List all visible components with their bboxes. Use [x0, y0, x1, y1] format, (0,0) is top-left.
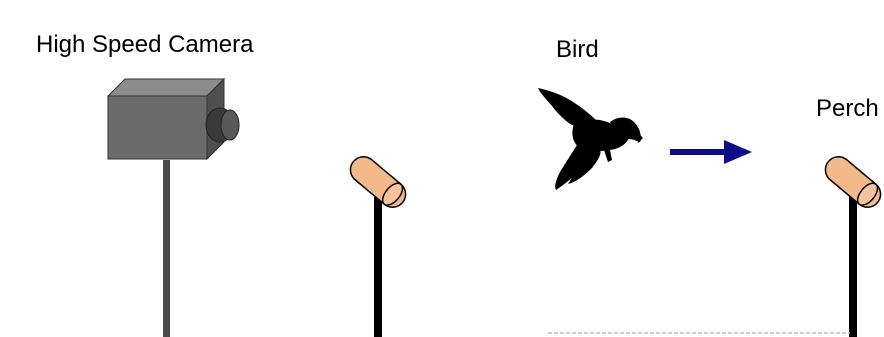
camera-icon [106, 77, 240, 161]
perch-pole-left [374, 186, 382, 337]
camera-label: High Speed Camera [36, 31, 254, 58]
perch-end-right [856, 182, 879, 206]
bird-silhouette-icon [538, 88, 643, 190]
camera-top-face [106, 78, 226, 97]
bird-tail [568, 148, 601, 184]
perch-icon [349, 156, 407, 337]
perch-end-left [381, 182, 404, 206]
arrow-shaft [670, 149, 730, 155]
bird-beak [636, 130, 643, 143]
camera-pole [163, 160, 170, 337]
right-arrow-icon [670, 140, 752, 164]
bird-wing-upper [538, 88, 598, 127]
bird-head [610, 117, 641, 142]
perch-pole-right [849, 186, 857, 337]
camera-front-face [107, 95, 208, 160]
perch-label: Perch [816, 95, 879, 122]
bird-feet [604, 150, 612, 162]
perch-icon [824, 156, 882, 337]
bird-label: Bird [556, 36, 599, 63]
arrow-head [724, 140, 752, 164]
camera-lens-front [220, 109, 240, 141]
